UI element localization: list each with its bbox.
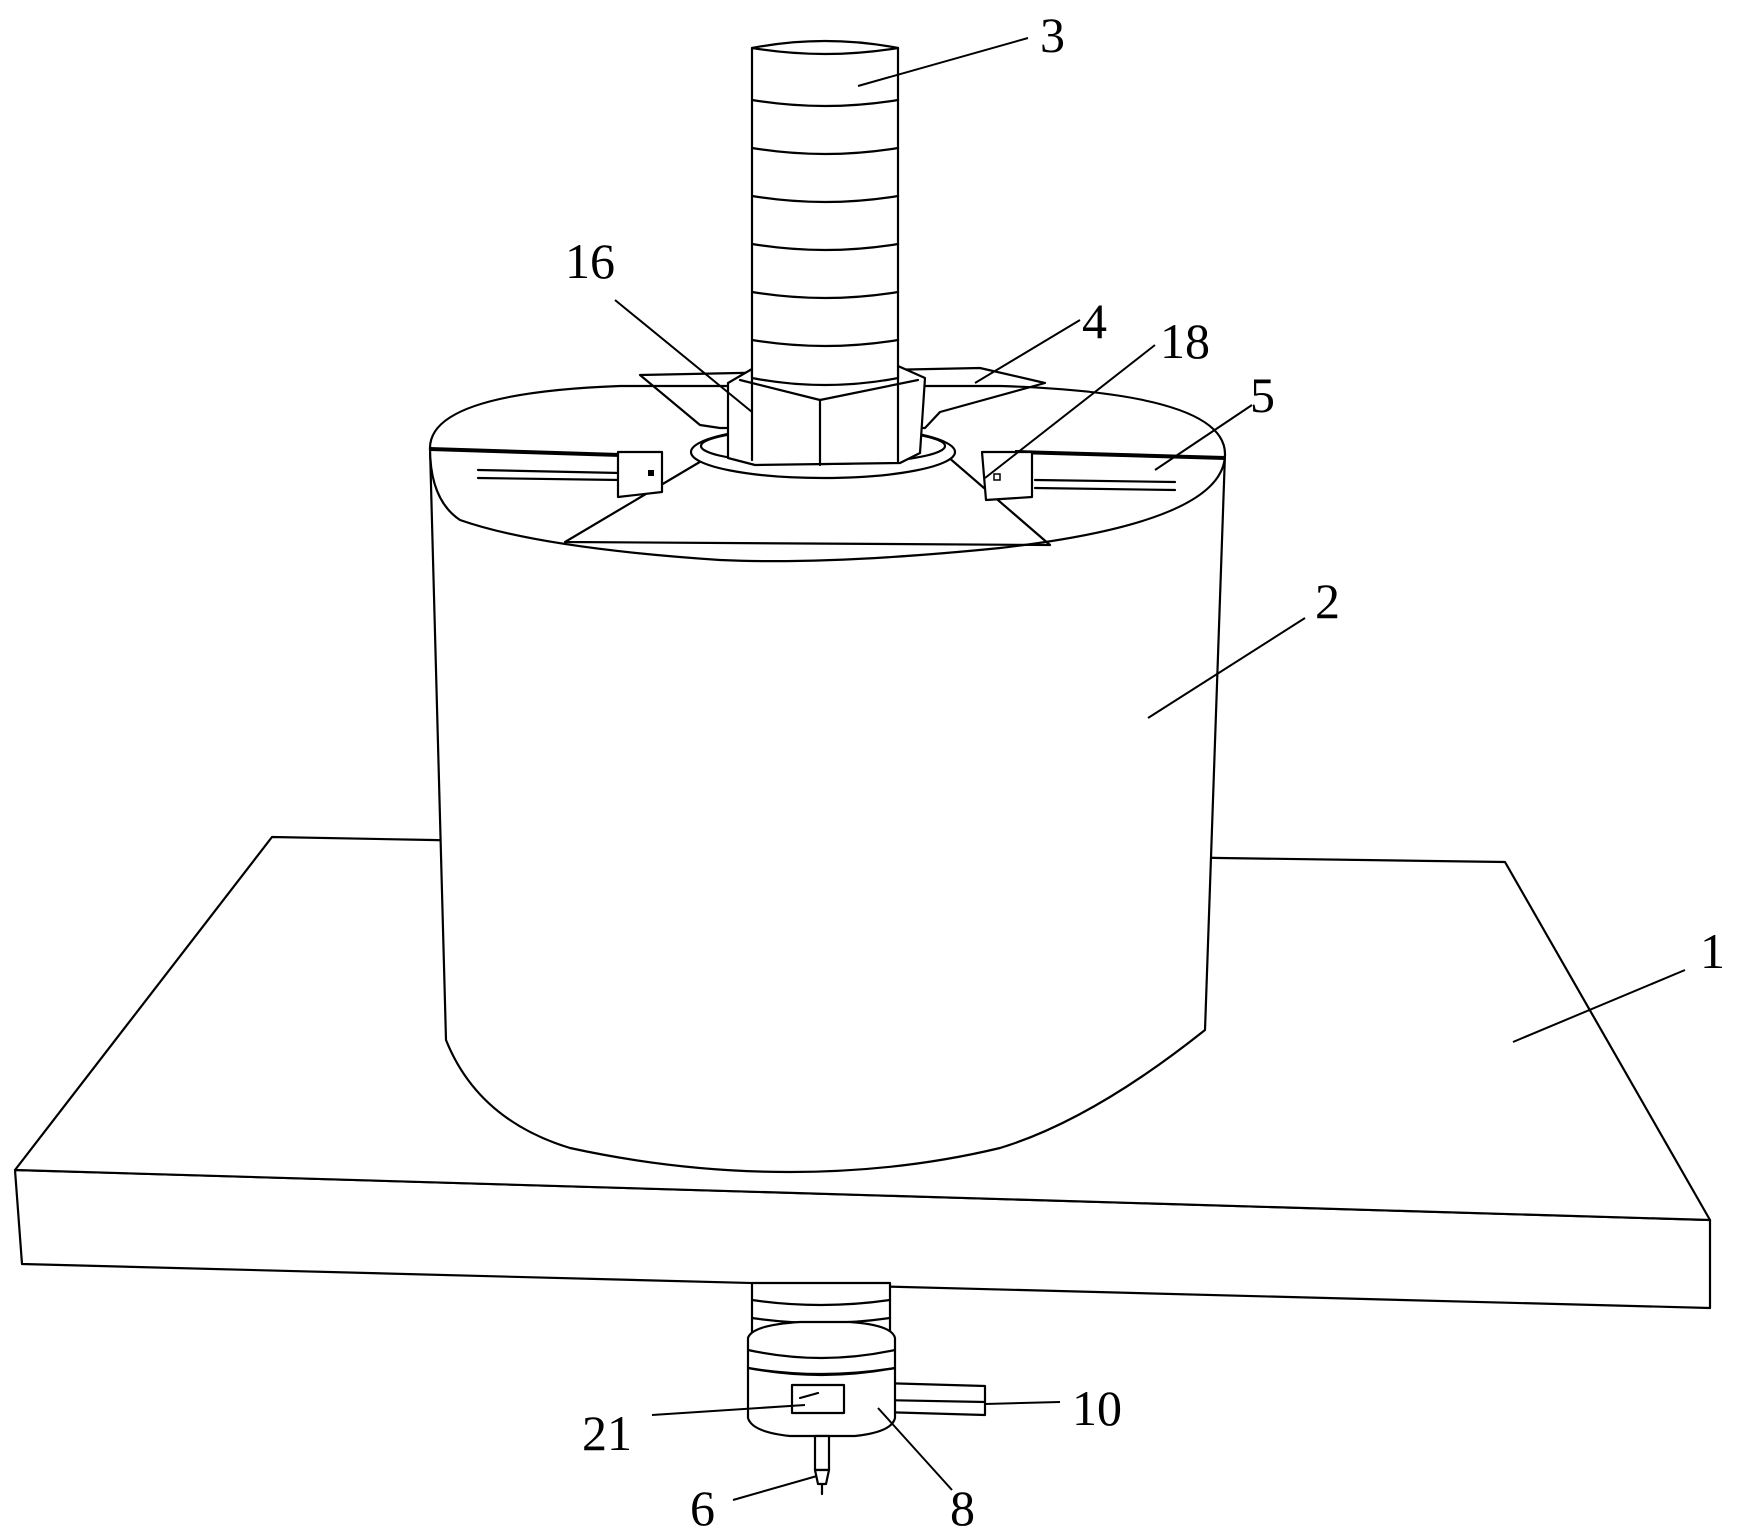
part-labels: 3 16 4 18 5 2 1 10 21 6 8 <box>565 7 1725 1536</box>
label-10: 10 <box>1072 1380 1122 1436</box>
label-21: 21 <box>582 1405 632 1461</box>
label-16: 16 <box>565 233 615 289</box>
label-3: 3 <box>1040 7 1065 63</box>
label-2: 2 <box>1315 573 1340 629</box>
label-5: 5 <box>1250 367 1275 423</box>
cylinder-body <box>428 384 1227 1174</box>
leader-lines <box>614 37 1686 1501</box>
hex-nut-assembly <box>689 364 957 480</box>
label-1: 1 <box>1700 923 1725 979</box>
threaded-shaft <box>750 39 900 387</box>
label-8: 8 <box>950 1480 975 1536</box>
label-6: 6 <box>690 1480 715 1536</box>
label-18: 18 <box>1160 313 1210 369</box>
label-4: 4 <box>1082 293 1107 349</box>
top-fittings <box>429 366 1226 547</box>
lower-housing <box>746 1320 987 1496</box>
